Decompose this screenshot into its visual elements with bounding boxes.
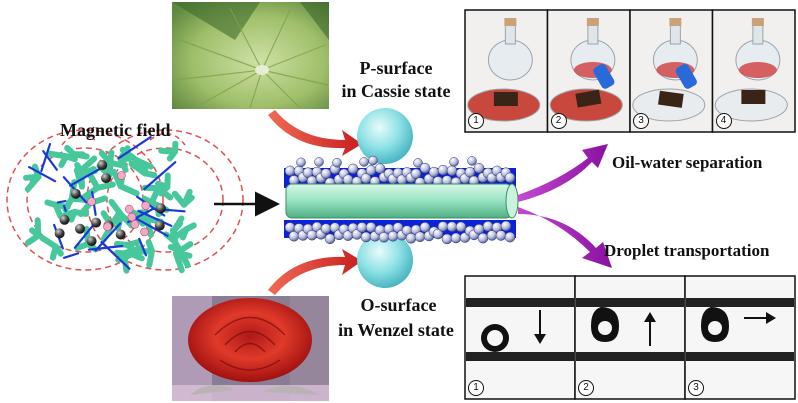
- droplet-panel-number: 3: [688, 380, 704, 396]
- oil-water-label: Oil-water separation: [612, 153, 763, 172]
- oil-water-photos: [464, 9, 796, 133]
- droplet-photos: [464, 275, 796, 400]
- oil-panel-number: 4: [715, 113, 732, 129]
- arrow-down-icon: [534, 310, 546, 344]
- o-surface-label-line2: in Wenzel state: [338, 320, 454, 340]
- arrow-up-icon: [644, 312, 656, 346]
- oil-panel-number: 3: [633, 113, 649, 129]
- to-oil-water-arrow: [518, 144, 608, 202]
- arrow-right-icon: [744, 312, 776, 324]
- lotus-leaf-photo: [172, 2, 329, 109]
- coated-fiber: [284, 155, 519, 245]
- o-surface-label-line1: O-surface: [360, 295, 437, 315]
- cassie-droplet: [357, 108, 413, 164]
- oil-panel-number: 2: [550, 113, 567, 129]
- magnetic-field-label: Magnetic field: [60, 120, 171, 140]
- p-surface-label-line1: P-surface: [359, 58, 433, 78]
- wenzel-droplet: [357, 232, 413, 288]
- magnetic-network: [6, 129, 244, 274]
- p-surface-label-line2: in Cassie state: [341, 81, 451, 101]
- rose-photo: [172, 296, 329, 401]
- droplet-panel-number: 1: [468, 380, 484, 396]
- droplet-panel-number: 2: [578, 380, 594, 396]
- oil-panel-number: 1: [468, 113, 484, 129]
- droplet-label: Droplet transportation: [604, 241, 770, 260]
- to-droplet-arrow: [518, 207, 612, 268]
- rose-to-osurface-arrow: [268, 249, 362, 295]
- lotus-to-psurface-arrow: [268, 110, 362, 156]
